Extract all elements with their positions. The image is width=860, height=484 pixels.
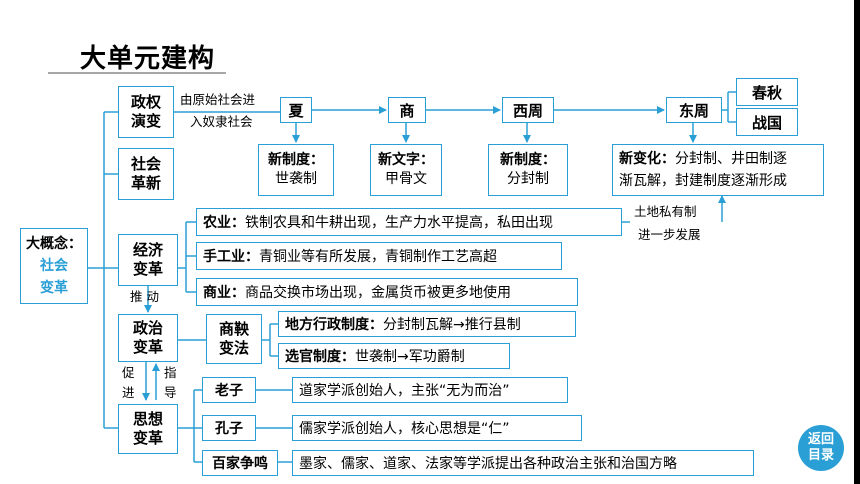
thought-line2: 变革: [132, 429, 163, 447]
concept-line1: 社会: [40, 258, 68, 274]
back-to-contents-button[interactable]: 返回 目录: [798, 425, 844, 471]
guide-label-b: 导: [164, 385, 177, 400]
thinker-laozi: 老子: [202, 377, 256, 403]
social-dongzhou-body2: 渐瓦解，封建制度逐渐形成: [619, 173, 787, 189]
thinker-kongzi: 孔子: [202, 415, 256, 441]
social-xia-head: 新制度：: [268, 152, 324, 168]
promote-label-a: 促: [122, 365, 135, 380]
thought-box: 思想 变革: [118, 404, 178, 454]
handicraft-text: 青铜业等有所发展，青铜制作工艺高超: [259, 249, 497, 265]
politics-evolution-note2: 入奴隶社会: [190, 114, 253, 129]
land-ownership-note2: 进一步发展: [638, 227, 701, 242]
agriculture-head: 农业：: [203, 215, 245, 231]
social-shang-box: 新文字： 甲骨文: [370, 144, 442, 196]
social-xizhou-box: 新制度： 分封制: [488, 144, 568, 196]
local-admin-text: 分封制瓦解→推行县制: [383, 317, 521, 333]
drive-label: 推 动: [130, 289, 159, 304]
politics-evolution-note1: 由原始社会进: [180, 92, 256, 107]
economy-commerce: 商业：商品交换市场出现，金属货币被更多地使用: [196, 278, 578, 306]
social-xia-body: 世袭制: [275, 171, 317, 187]
official-selection-head: 选官制度：: [285, 349, 355, 365]
official-selection-system: 选官制度：世袭制→军功爵制: [278, 343, 510, 369]
hundred-schools-desc: 墨家、儒家、道家、法家等学派提出各种政治主张和治国方略: [292, 450, 754, 476]
official-selection-text: 世袭制→军功爵制: [355, 349, 465, 365]
promote-label-b: 进: [122, 385, 135, 400]
local-admin-system: 地方行政制度：分封制瓦解→推行县制: [278, 311, 576, 337]
period-zhanguo: 战国: [736, 108, 798, 136]
laozi-desc: 道家学派创始人，主张“无为而治”: [292, 377, 568, 403]
social-dongzhou-body1: 分封制、井田制逐: [675, 151, 787, 167]
politics-line2: 变革: [132, 338, 163, 356]
back-button-line1: 返回: [807, 432, 834, 447]
social-shang-head: 新文字：: [378, 152, 434, 168]
economy-line1: 经济: [132, 241, 163, 259]
politics-line1: 政治: [132, 319, 163, 337]
reform-line2: 变法: [218, 339, 249, 357]
social-dongzhou-box: 新变化：分封制、井田制逐 渐瓦解，封建制度逐渐形成: [612, 144, 824, 196]
social-renewal-line2: 革新: [130, 174, 161, 192]
social-xizhou-head: 新制度：: [500, 152, 556, 168]
hundred-schools: 百家争鸣: [202, 450, 278, 476]
social-xizhou-body: 分封制: [507, 171, 549, 187]
economy-box: 经济 变革: [118, 234, 178, 286]
politics-evolution-box: 政权 演变: [118, 86, 174, 138]
commerce-text: 商品交换市场出现，金属货币被更多地使用: [245, 285, 511, 301]
economy-line2: 变革: [132, 260, 163, 278]
shang-yang-reform-box: 商鞅 变法: [206, 314, 262, 364]
kongzi-desc: 儒家学派创始人，核心思想是“仁”: [292, 415, 582, 441]
guide-label-a: 指: [164, 365, 177, 380]
back-button-line2: 目录: [807, 448, 834, 463]
politics-evolution-line1: 政权: [130, 93, 161, 111]
social-dongzhou-head: 新变化：: [619, 151, 675, 167]
handicraft-head: 手工业：: [203, 249, 259, 265]
social-renewal-line1: 社会: [130, 155, 161, 173]
dynasty-xia: 夏: [280, 97, 312, 123]
agriculture-text: 铁制农具和牛耕出现，生产力水平提高，私田出现: [245, 215, 553, 231]
politics-box: 政治 变革: [118, 314, 178, 362]
period-chunqiu: 春秋: [736, 78, 798, 106]
social-renewal-box: 社会 革新: [118, 148, 174, 200]
concept-line2: 变革: [40, 280, 68, 296]
thought-line1: 思想: [132, 410, 163, 428]
politics-evolution-line2: 演变: [130, 112, 161, 130]
local-admin-head: 地方行政制度：: [285, 317, 383, 333]
land-ownership-note1: 土地私有制: [634, 204, 697, 219]
concept-label: 大概念：: [26, 236, 82, 252]
dynasty-xizhou: 西周: [502, 97, 554, 123]
social-shang-body: 甲骨文: [385, 171, 427, 187]
dynasty-shang: 商: [388, 97, 426, 123]
big-concept-box: 大概念： 社会 变革: [20, 228, 88, 304]
reform-line1: 商鞅: [218, 320, 249, 338]
social-xia-box: 新制度： 世袭制: [258, 144, 334, 196]
page-title: 大单元建构: [80, 44, 216, 74]
economy-agriculture: 农业：铁制农具和牛耕出现，生产力水平提高，私田出现: [196, 208, 622, 236]
dynasty-dongzhou: 东周: [666, 97, 722, 123]
economy-handicraft: 手工业：青铜业等有所发展，青铜制作工艺高超: [196, 242, 562, 270]
commerce-head: 商业：: [203, 285, 245, 301]
